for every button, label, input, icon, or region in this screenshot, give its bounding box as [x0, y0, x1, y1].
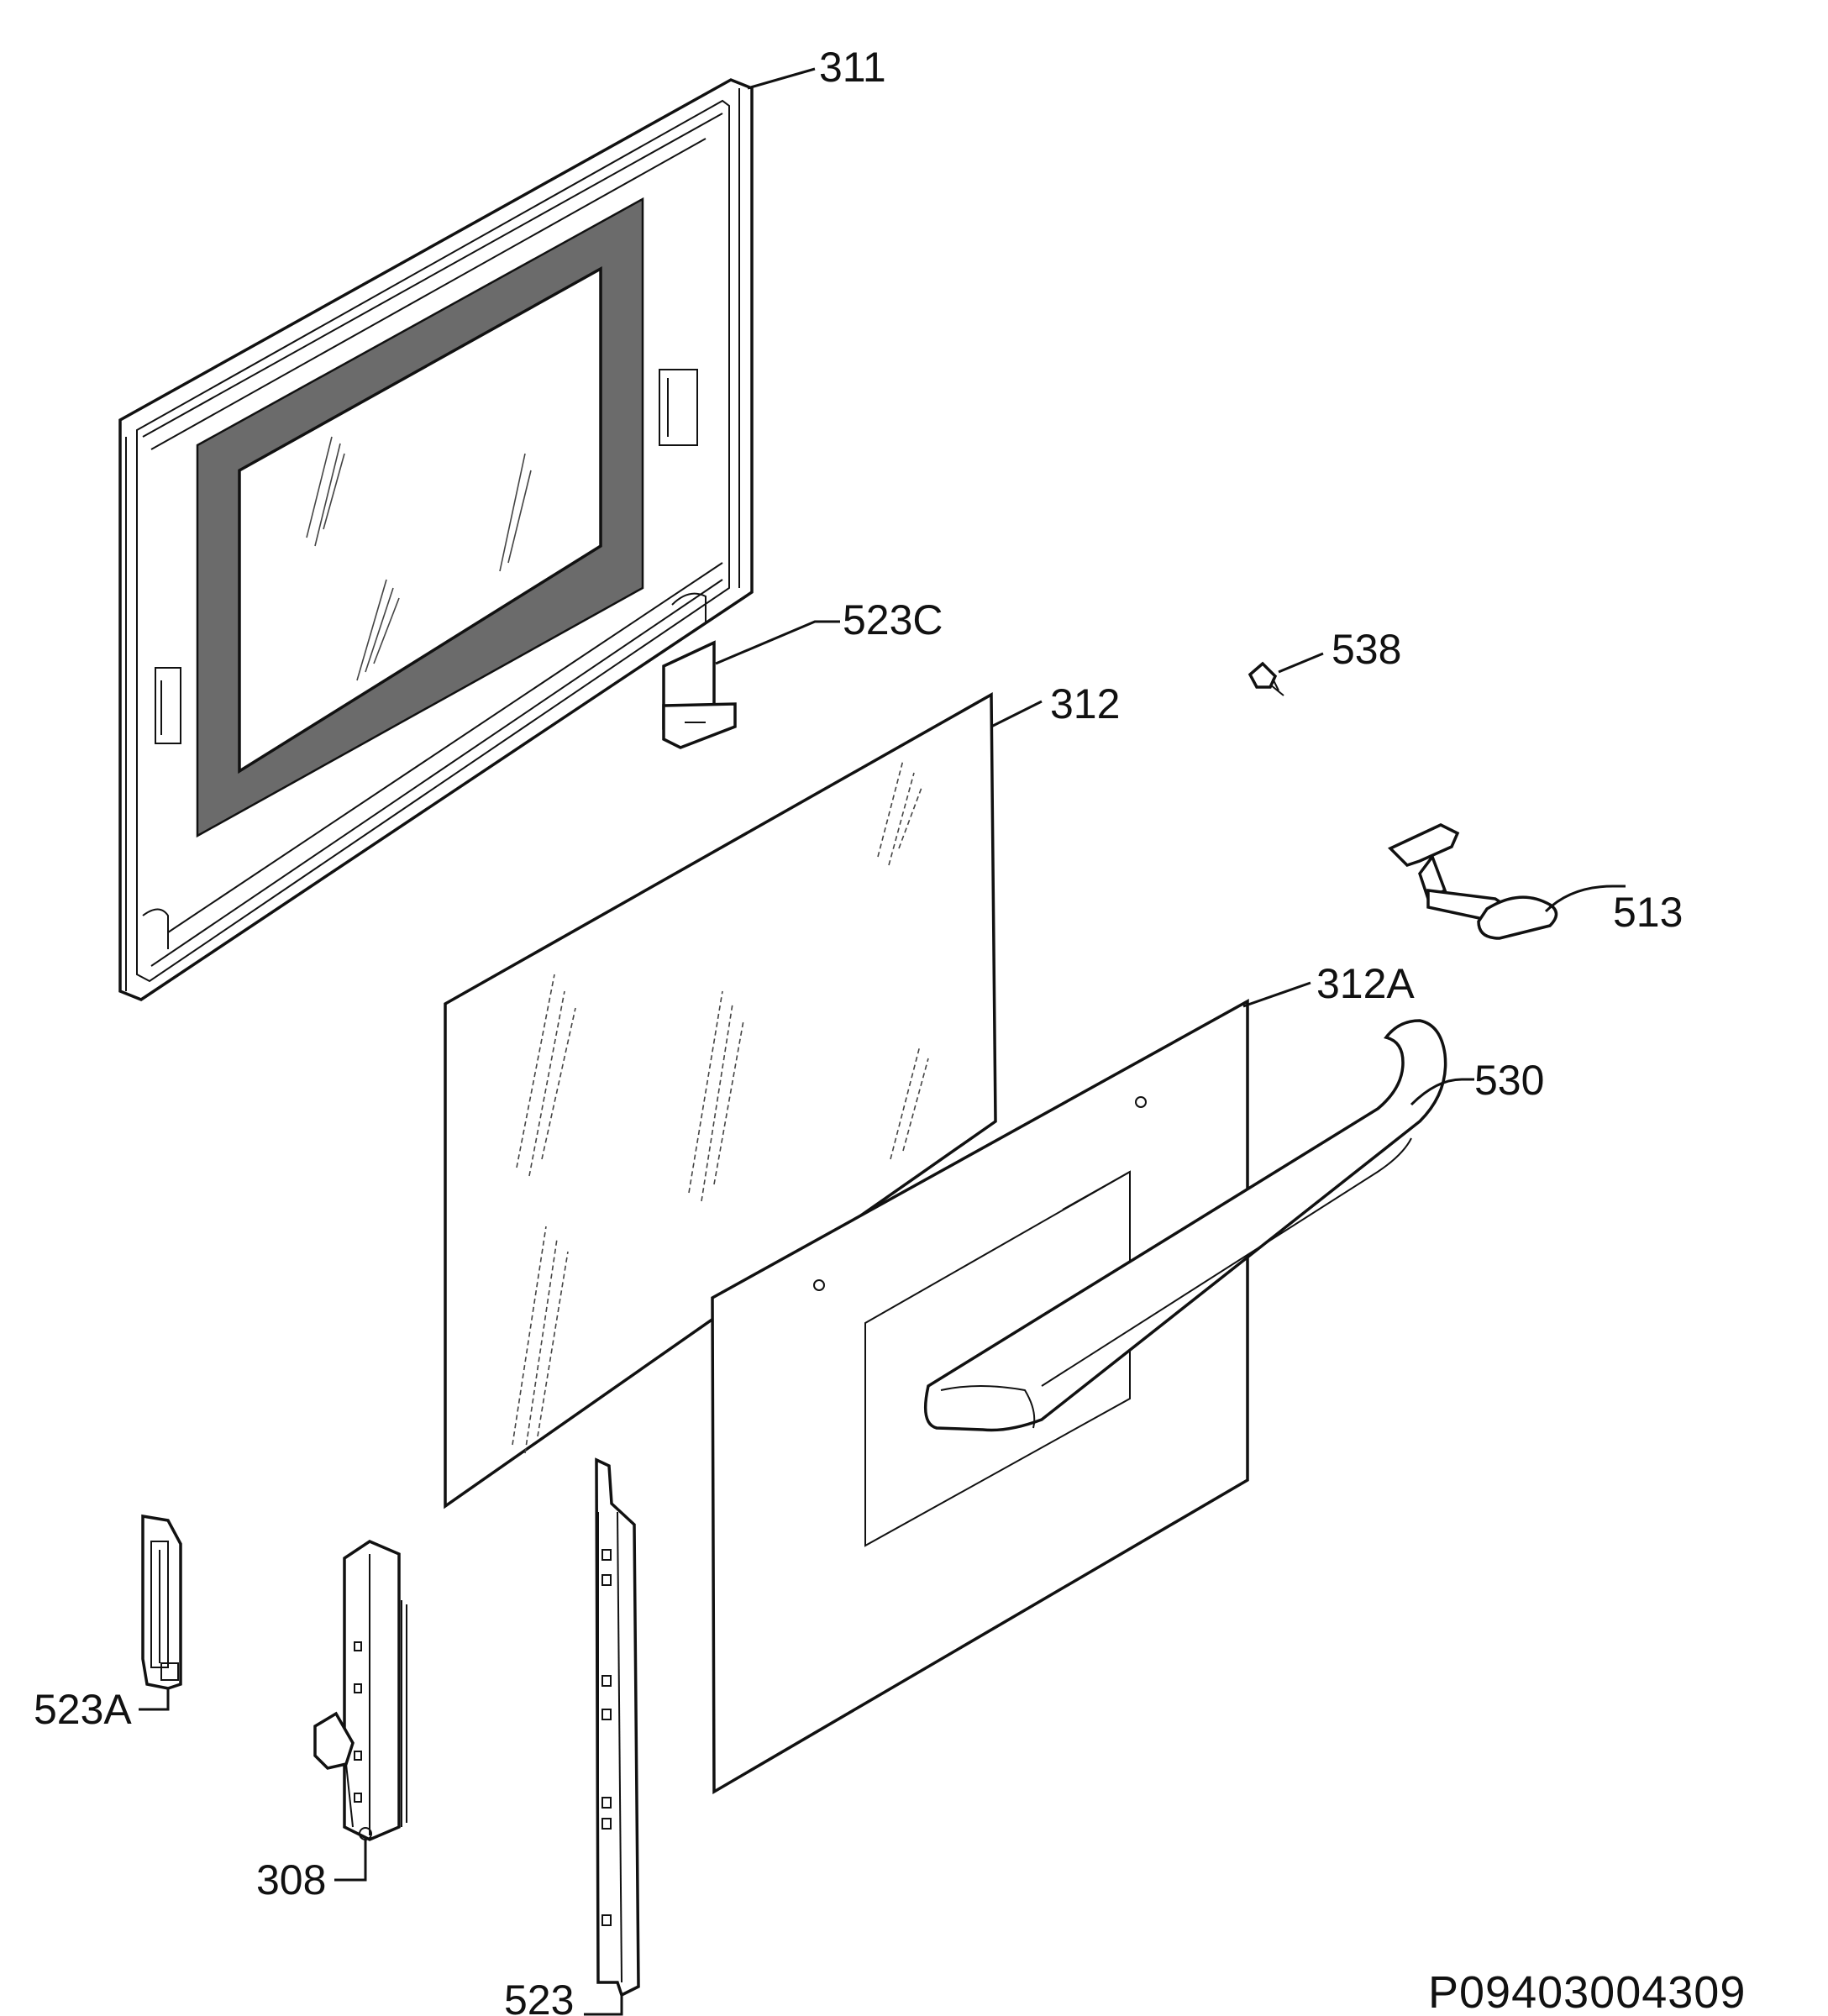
leader-523: [584, 1995, 623, 2016]
label-530: 530: [1474, 1057, 1544, 1104]
label-312a: 312A: [1316, 960, 1415, 1007]
hinge-308: [313, 1540, 407, 1841]
leader-530: [1410, 1078, 1474, 1106]
label-523c: 523C: [843, 596, 943, 643]
bracket-513: [1387, 823, 1558, 940]
leader-523c: [715, 620, 840, 665]
handle-530: [923, 1019, 1447, 1432]
leader-312: [990, 700, 1043, 728]
glass-panel-312: [444, 692, 997, 1509]
label-513: 513: [1613, 889, 1683, 936]
leader-523a: [139, 1688, 170, 1711]
profile-strip-523: [595, 1457, 640, 1998]
label-311: 311: [819, 44, 886, 91]
leader-538: [1278, 652, 1324, 674]
screw-538: [1248, 661, 1284, 696]
label-538: 538: [1332, 626, 1401, 673]
hinge-cover-523a: [141, 1514, 182, 1690]
label-523: 523: [504, 1977, 574, 2016]
clip-523c: [662, 640, 737, 749]
document-number: P09403004309: [1428, 1967, 1746, 2016]
label-308: 308: [256, 1856, 326, 1903]
leader-308: [334, 1840, 367, 1882]
door-frame-311: [118, 78, 754, 1001]
label-523a: 523A: [34, 1686, 132, 1733]
label-312: 312: [1050, 680, 1120, 727]
leader-312a: [1242, 981, 1311, 1008]
leader-311: [747, 67, 816, 90]
leader-513: [1544, 885, 1626, 913]
